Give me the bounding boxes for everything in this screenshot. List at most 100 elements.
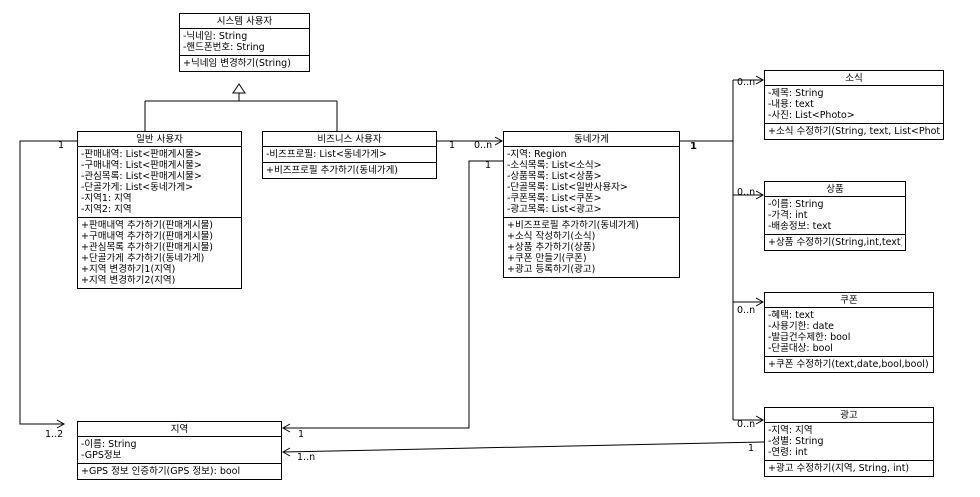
operation: +상품 수정하기(String,int,text) — [768, 237, 902, 248]
attribute: -비즈프로필: List<동네가게> — [266, 149, 387, 160]
operation: +판매내역 추가하기(판매게시물) — [81, 220, 214, 231]
multiplicity-label: 0..n — [737, 305, 756, 316]
attributes-section: -지역: Region -소식목록: List<소식> -상품목록: List<… — [504, 147, 679, 217]
attribute: -혜택: text — [768, 310, 814, 321]
class-title: 비즈니스 사용자 — [263, 132, 436, 147]
attribute: -구매내역: List<판매게시물> — [81, 160, 202, 171]
class-region: 지역 -이름: String -GPS정보 +GPS 정보 인증하기(GPS 정… — [77, 421, 282, 480]
class-title: 쿠폰 — [765, 293, 933, 308]
operations-section: +소식 수정하기(String, text, List<Photo>) — [765, 123, 943, 139]
attribute: -이름: String — [81, 439, 137, 450]
class-system-user: 시스템 사용자 -닉네임: String -핸드폰번호: String +닉네임… — [179, 13, 310, 72]
operation: +비즈프로필 추가하기(동네가게) — [266, 165, 399, 176]
multiplicity-label: 0..n — [737, 419, 756, 430]
operation: +구매내역 추가하기(판매게시물) — [81, 231, 214, 242]
association-line — [283, 160, 503, 429]
operation: +상품 추가하기(상품) — [507, 242, 596, 253]
attribute: -사진: List<Photo> — [768, 110, 855, 121]
attribute: -발급건수제한: bool — [768, 332, 851, 343]
attribute: -성별: String — [768, 436, 824, 447]
multiplicity-label: 0..n — [737, 77, 756, 88]
operations-section: +GPS 정보 인증하기(GPS 정보): bool — [78, 463, 281, 479]
attribute: -가격: int — [768, 210, 808, 221]
attribute: -지역1: 지역 — [81, 193, 132, 204]
operation: +지역 변경하기1(지역) — [81, 264, 176, 275]
operation: +단골가게 추가하기(동네가게) — [81, 253, 205, 264]
operations-section: +쿠폰 수정하기(text,date,bool,bool) — [765, 356, 933, 372]
multiplicity-label: 1 — [58, 140, 65, 151]
arrowhead — [494, 136, 504, 146]
attributes-section: -비즈프로필: List<동네가게> — [263, 147, 436, 162]
attribute: -사용기한: date — [768, 321, 835, 332]
attribute: -GPS정보 — [81, 450, 122, 461]
operations-section: +판매내역 추가하기(판매게시물) +구매내역 추가하기(판매게시물) +관심목… — [78, 217, 241, 288]
class-ad: 광고 -지역: 지역 -성별: String -연령: int +광고 수정하기… — [764, 407, 934, 477]
operations-section: +비즈프로필 추가하기(동네가게) — [263, 162, 436, 178]
association-line — [282, 441, 765, 453]
attribute: -핸드폰번호: String — [183, 42, 265, 53]
operation: +광고 등록하기(광고) — [507, 264, 596, 275]
arrowhead — [755, 415, 765, 425]
operation: +닉네임 변경하기(String) — [183, 58, 291, 69]
arrowhead — [755, 297, 765, 307]
class-general-user: 일반 사용자 -판매내역: List<판매게시물> -구매내역: List<판매… — [77, 131, 242, 289]
attribute: -지역: 지역 — [768, 425, 813, 436]
multiplicity-label: 1 — [485, 160, 492, 171]
operation: +쿠폰 수정하기(text,date,bool,bool) — [768, 359, 929, 370]
class-coupon: 쿠폰 -혜택: text -사용기한: date -발급건수제한: bool -… — [764, 292, 934, 373]
operation: +GPS 정보 인증하기(GPS 정보): bool — [81, 466, 241, 477]
attribute: -관심목록: List<판매게시물> — [81, 171, 202, 182]
multiplicity-label: 1 — [298, 429, 305, 440]
attribute: -지역: Region — [507, 149, 567, 160]
attributes-section: -이름: String -GPS정보 — [78, 437, 281, 463]
attributes-section: -판매내역: List<판매게시물> -구매내역: List<판매게시물> -관… — [78, 147, 241, 217]
attributes-section: -혜택: text -사용기한: date -발급건수제한: bool -단골대… — [765, 308, 933, 356]
attribute: -닉네임: String — [183, 31, 248, 42]
operations-section: +광고 수정하기(지역, String, int) — [765, 460, 933, 476]
attribute: -상품목록: List<상품> — [507, 171, 602, 182]
arrowhead — [281, 423, 291, 433]
multiplicity-label: 1 — [748, 443, 755, 454]
attribute: -단골목록: List<일반사용자> — [507, 182, 628, 193]
attributes-section: -이름: String -가격: int -배송정보: text — [765, 197, 905, 234]
attribute: -소식목록: List<소식> — [507, 160, 602, 171]
class-title: 상품 — [765, 182, 905, 197]
attribute: -내용: text — [768, 99, 814, 110]
class-title: 시스템 사용자 — [180, 14, 309, 29]
attribute: -단골대상: bool — [768, 343, 833, 354]
operation: +소식 작성하기(소식) — [507, 231, 596, 242]
class-business-user: 비즈니스 사용자 -비즈프로필: List<동네가게> +비즈프로필 추가하기(… — [262, 131, 437, 179]
attribute: -광고목록: List<광고> — [507, 204, 602, 215]
operation: +비즈프로필 추가하기(동네가게) — [507, 220, 640, 231]
generalization-arrowhead — [232, 83, 246, 94]
attribute: -단골가게: List<동네가게> — [81, 182, 194, 193]
class-title: 지역 — [78, 422, 281, 437]
attribute: -지역2: 지역 — [81, 204, 132, 215]
arrowhead — [281, 447, 291, 457]
association-line — [19, 140, 77, 425]
operation: +광고 수정하기(지역, String, int) — [768, 463, 910, 474]
multiplicity-label: 1..2 — [45, 429, 64, 440]
attribute: -제목: String — [768, 88, 824, 99]
class-title: 광고 — [765, 408, 933, 423]
multiplicity-label: 1 — [449, 140, 456, 151]
operation: +쿠폰 만들기(쿠폰) — [507, 253, 587, 264]
operations-section: +상품 수정하기(String,int,text) — [765, 234, 905, 250]
class-title: 소식 — [765, 71, 943, 86]
attribute: -쿠폰목록: List<쿠폰> — [507, 193, 602, 204]
operation: +관심목록 추가하기(판매게시물) — [81, 242, 214, 253]
class-title: 동네가게 — [504, 132, 679, 147]
class-news: 소식 -제목: String -내용: text -사진: List<Photo… — [764, 70, 944, 140]
operation: +지역 변경하기2(지역) — [81, 275, 176, 286]
multiplicity-label: 0..n — [737, 187, 756, 198]
attribute: -배송정보: text — [768, 221, 832, 232]
arrowhead — [755, 190, 765, 200]
attribute: -연령: int — [768, 447, 808, 458]
operations-section: +비즈프로필 추가하기(동네가게) +소식 작성하기(소식) +상품 추가하기(… — [504, 217, 679, 277]
multiplicity-label: 1 — [690, 141, 697, 152]
class-local-store: 동네가게 -지역: Region -소식목록: List<소식> -상품목록: … — [503, 131, 680, 278]
attribute: -판매내역: List<판매게시물> — [81, 149, 202, 160]
arrowhead — [56, 419, 66, 429]
